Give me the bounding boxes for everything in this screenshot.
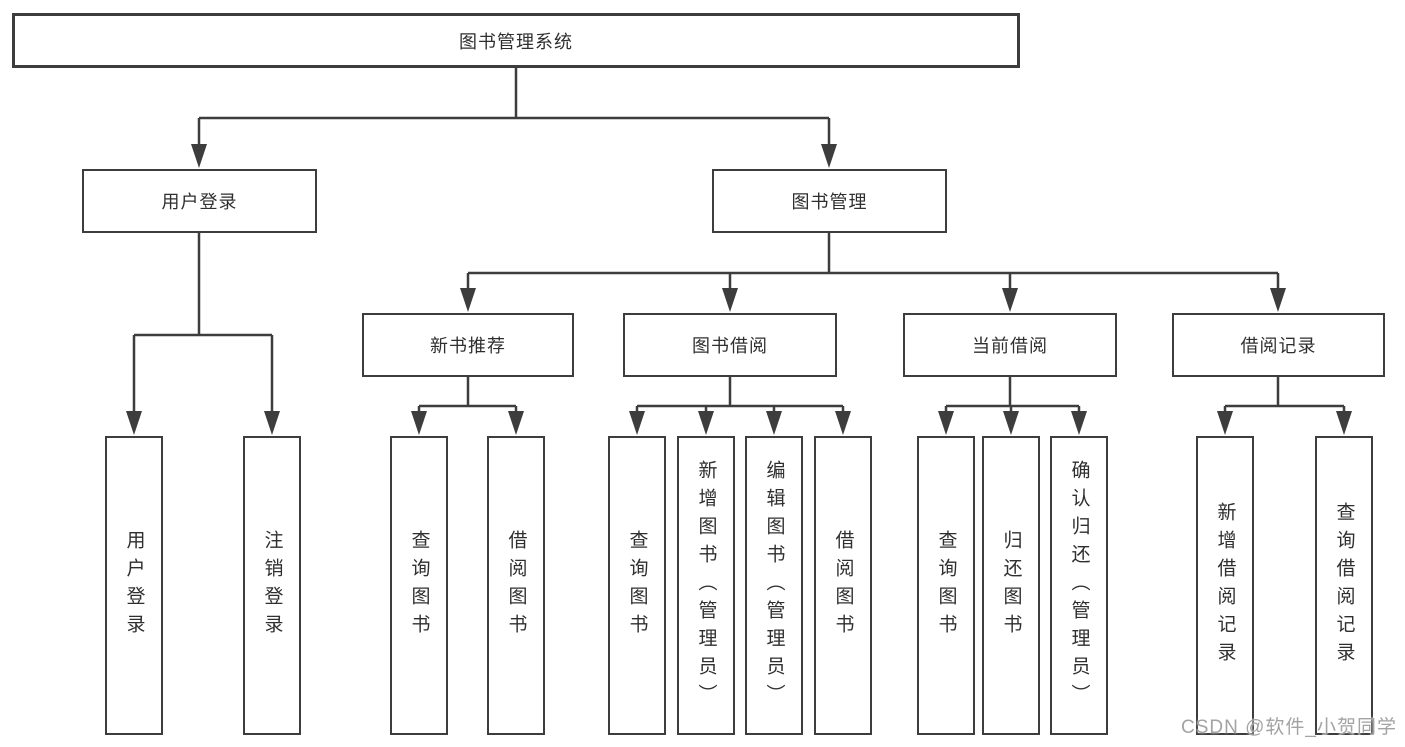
node-new-book-recommendation: 新书推荐 — [362, 313, 574, 377]
node-borrowing-records: 借阅记录 — [1172, 313, 1385, 377]
arrowhead — [411, 411, 427, 435]
node-book-borrowing: 图书借阅 — [623, 313, 837, 377]
csdn-watermark: CSDN @软件_小贺同学 — [1181, 717, 1397, 738]
node-query-books-current: 查询图书 — [917, 436, 975, 735]
arrowhead — [698, 411, 714, 435]
arrowhead — [938, 411, 954, 435]
node-add-book-admin: 新增图书（管理员） — [677, 436, 735, 735]
arrowhead — [1336, 411, 1352, 435]
node-book-management: 图书管理 — [712, 169, 947, 233]
node-borrow-books-recommend: 借阅图书 — [487, 436, 545, 735]
arrowhead — [766, 411, 782, 435]
arrowhead — [1071, 411, 1087, 435]
node-query-books-borrowing: 查询图书 — [608, 436, 666, 735]
arrowhead — [1217, 411, 1233, 435]
arrowhead — [722, 288, 738, 312]
arrowhead — [821, 144, 837, 168]
node-logout: 注销登录 — [243, 436, 301, 735]
node-borrow-books-leaf: 借阅图书 — [814, 436, 872, 735]
arrowhead — [508, 411, 524, 435]
arrowhead — [835, 411, 851, 435]
node-return-books: 归还图书 — [982, 436, 1040, 735]
arrowhead — [629, 411, 645, 435]
arrowhead — [1003, 411, 1019, 435]
node-library-management-system: 图书管理系统 — [12, 13, 1020, 68]
node-confirm-return-admin: 确认归还（管理员） — [1050, 436, 1108, 735]
arrowhead — [460, 288, 476, 312]
arrowhead — [1002, 288, 1018, 312]
node-current-borrowing: 当前借阅 — [903, 313, 1117, 377]
arrowhead — [264, 411, 280, 435]
node-user-login: 用户登录 — [82, 169, 317, 233]
node-query-borrow-record: 查询借阅记录 — [1315, 436, 1373, 735]
node-user-login-leaf: 用户登录 — [105, 436, 163, 735]
arrowhead — [191, 144, 207, 168]
arrowhead — [1270, 288, 1286, 312]
arrowhead — [126, 411, 142, 435]
node-edit-book-admin: 编辑图书（管理员） — [745, 436, 803, 735]
node-add-borrow-record: 新增借阅记录 — [1196, 436, 1254, 735]
node-query-books-recommend: 查询图书 — [390, 436, 448, 735]
